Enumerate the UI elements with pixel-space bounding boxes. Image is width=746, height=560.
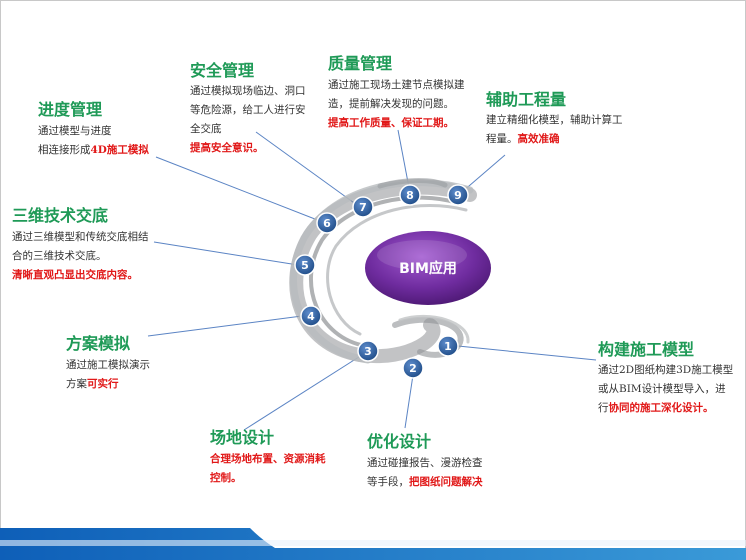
- svg-text:7: 7: [359, 201, 367, 214]
- number-circle-7: 7: [352, 196, 374, 218]
- svg-text:9: 9: [454, 189, 462, 202]
- center-label: BIM应用: [399, 260, 457, 277]
- quality-desc: 通过施工现场土建节点模拟建 造，提前解决发现的问题。 提高工作质量、保证工期。: [328, 79, 465, 129]
- svg-text:4: 4: [307, 310, 315, 323]
- svg-text:6: 6: [323, 217, 331, 230]
- footer-accent: [0, 540, 746, 546]
- svg-text:2: 2: [409, 362, 417, 375]
- site-title: 场地设计: [210, 428, 275, 447]
- quality-title: 质量管理: [328, 54, 393, 73]
- footer-band: [0, 528, 746, 560]
- number-circle-1: 1: [437, 335, 459, 357]
- number-circles: 1 2 3 4 5 6 7 8 9: [294, 184, 469, 379]
- number-circle-6: 6: [316, 212, 338, 234]
- connector-lines: [147, 129, 597, 431]
- disclosure-desc: 通过三维模型和传统交底相结 合的三维技术交底。 清晰直观凸显出交底内容。: [12, 231, 149, 281]
- optimize-desc: 通过碰撞报告、漫游检查 等手段，把图纸问题解决: [367, 457, 483, 488]
- spiral-strokes: [289, 178, 477, 364]
- optimize-title: 优化设计: [367, 432, 432, 451]
- progress-desc: 通过模型与进度 相连接形成4D施工模拟: [38, 125, 149, 156]
- safety-title: 安全管理: [190, 61, 255, 80]
- number-circle-8: 8: [399, 184, 421, 206]
- quantity-title: 辅助工程量: [486, 90, 567, 109]
- svg-text:3: 3: [364, 345, 372, 358]
- progress-title: 进度管理: [38, 100, 103, 119]
- center-ellipse: [365, 231, 491, 305]
- svg-text:5: 5: [301, 259, 309, 272]
- svg-text:1: 1: [444, 340, 452, 353]
- safety-desc: 通过模拟现场临边、洞口 等危险源，给工人进行安 全交底 提高安全意识。: [190, 85, 306, 154]
- svg-text:8: 8: [406, 189, 414, 202]
- number-circle-4: 4: [300, 305, 322, 327]
- number-circle-3: 3: [357, 340, 379, 362]
- construct-desc: 通过2D图纸构建3D施工模型 或从BIM设计模型导入，进 行协同的施工深化设计。: [598, 364, 734, 414]
- disclosure-title: 三维技术交底: [12, 206, 109, 225]
- quantity-desc: 建立精细化模型，辅助计算工 程量。高效准确: [486, 114, 623, 145]
- number-circle-5: 5: [294, 254, 316, 276]
- construct-title: 构建施工模型: [598, 340, 695, 359]
- site-desc: 合理场地布置、资源消耗 控制。: [210, 453, 326, 484]
- number-circle-9: 9: [447, 184, 469, 206]
- scheme-title: 方案模拟: [66, 334, 131, 353]
- number-circle-2: 2: [402, 357, 424, 379]
- scheme-desc: 通过施工模拟演示 方案可实行: [66, 359, 150, 390]
